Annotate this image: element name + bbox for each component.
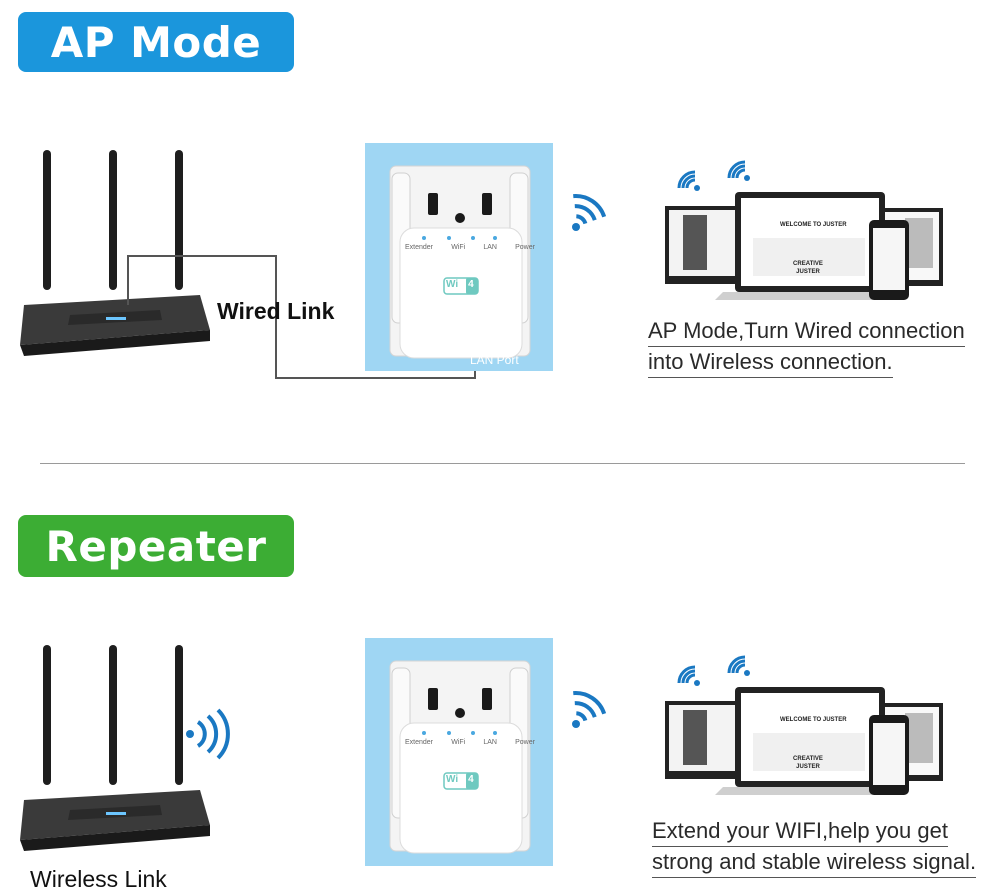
ap-caption-line2: into Wireless connection. — [648, 347, 893, 378]
indicator-labels: Extender WiFi LAN Power — [405, 244, 535, 251]
repeater-caption-line2: strong and stable wireless signal. — [652, 847, 976, 878]
indicator-labels: Extender WiFi LAN Power — [405, 739, 535, 746]
wifi-logo-text: Wi — [446, 774, 458, 785]
laptop-heading: WELCOME TO JUSTER — [780, 222, 847, 228]
lan-port-label: LAN Port — [470, 353, 519, 367]
indicator-lan: LAN — [483, 244, 497, 251]
extender-device — [380, 158, 540, 368]
indicator-power: Power — [515, 244, 535, 251]
wireless-link-label: Wireless Link — [30, 866, 167, 893]
ap-caption: AP Mode,Turn Wired connection into Wirel… — [648, 316, 965, 378]
ap-caption-line1: AP Mode,Turn Wired connection — [648, 316, 965, 347]
indicator-wifi: WiFi — [451, 739, 465, 746]
wired-link-label: Wired Link — [217, 298, 334, 325]
section-divider — [40, 463, 965, 464]
indicator-lan: LAN — [483, 739, 497, 746]
laptop-logo: CREATIVE JUSTER — [788, 260, 828, 276]
wifi-logo-number: 4 — [468, 774, 474, 785]
indicator-extender: Extender — [405, 244, 433, 251]
wifi-signal-icon — [568, 187, 618, 237]
ap-mode-badge: AP Mode — [18, 12, 294, 72]
router-wifi-icon — [182, 712, 232, 762]
wifi-logo-text: Wi — [446, 279, 458, 290]
wifi-signal-icon — [568, 684, 618, 734]
wifi-logo: Wi 4 — [446, 774, 474, 785]
indicator-power: Power — [515, 739, 535, 746]
indicator-wifi: WiFi — [451, 244, 465, 251]
repeater-caption-line1: Extend your WIFI,help you get — [652, 816, 948, 847]
repeater-badge: Repeater — [18, 515, 294, 577]
repeater-caption: Extend your WIFI,help you get strong and… — [652, 816, 976, 878]
laptop-logo: CREATIVE JUSTER — [788, 755, 828, 771]
wifi-logo: Wi 4 — [446, 279, 474, 290]
indicator-extender: Extender — [405, 739, 433, 746]
extender-device — [380, 653, 540, 863]
wifi-logo-number: 4 — [468, 279, 474, 290]
laptop-heading: WELCOME TO JUSTER — [780, 717, 847, 723]
